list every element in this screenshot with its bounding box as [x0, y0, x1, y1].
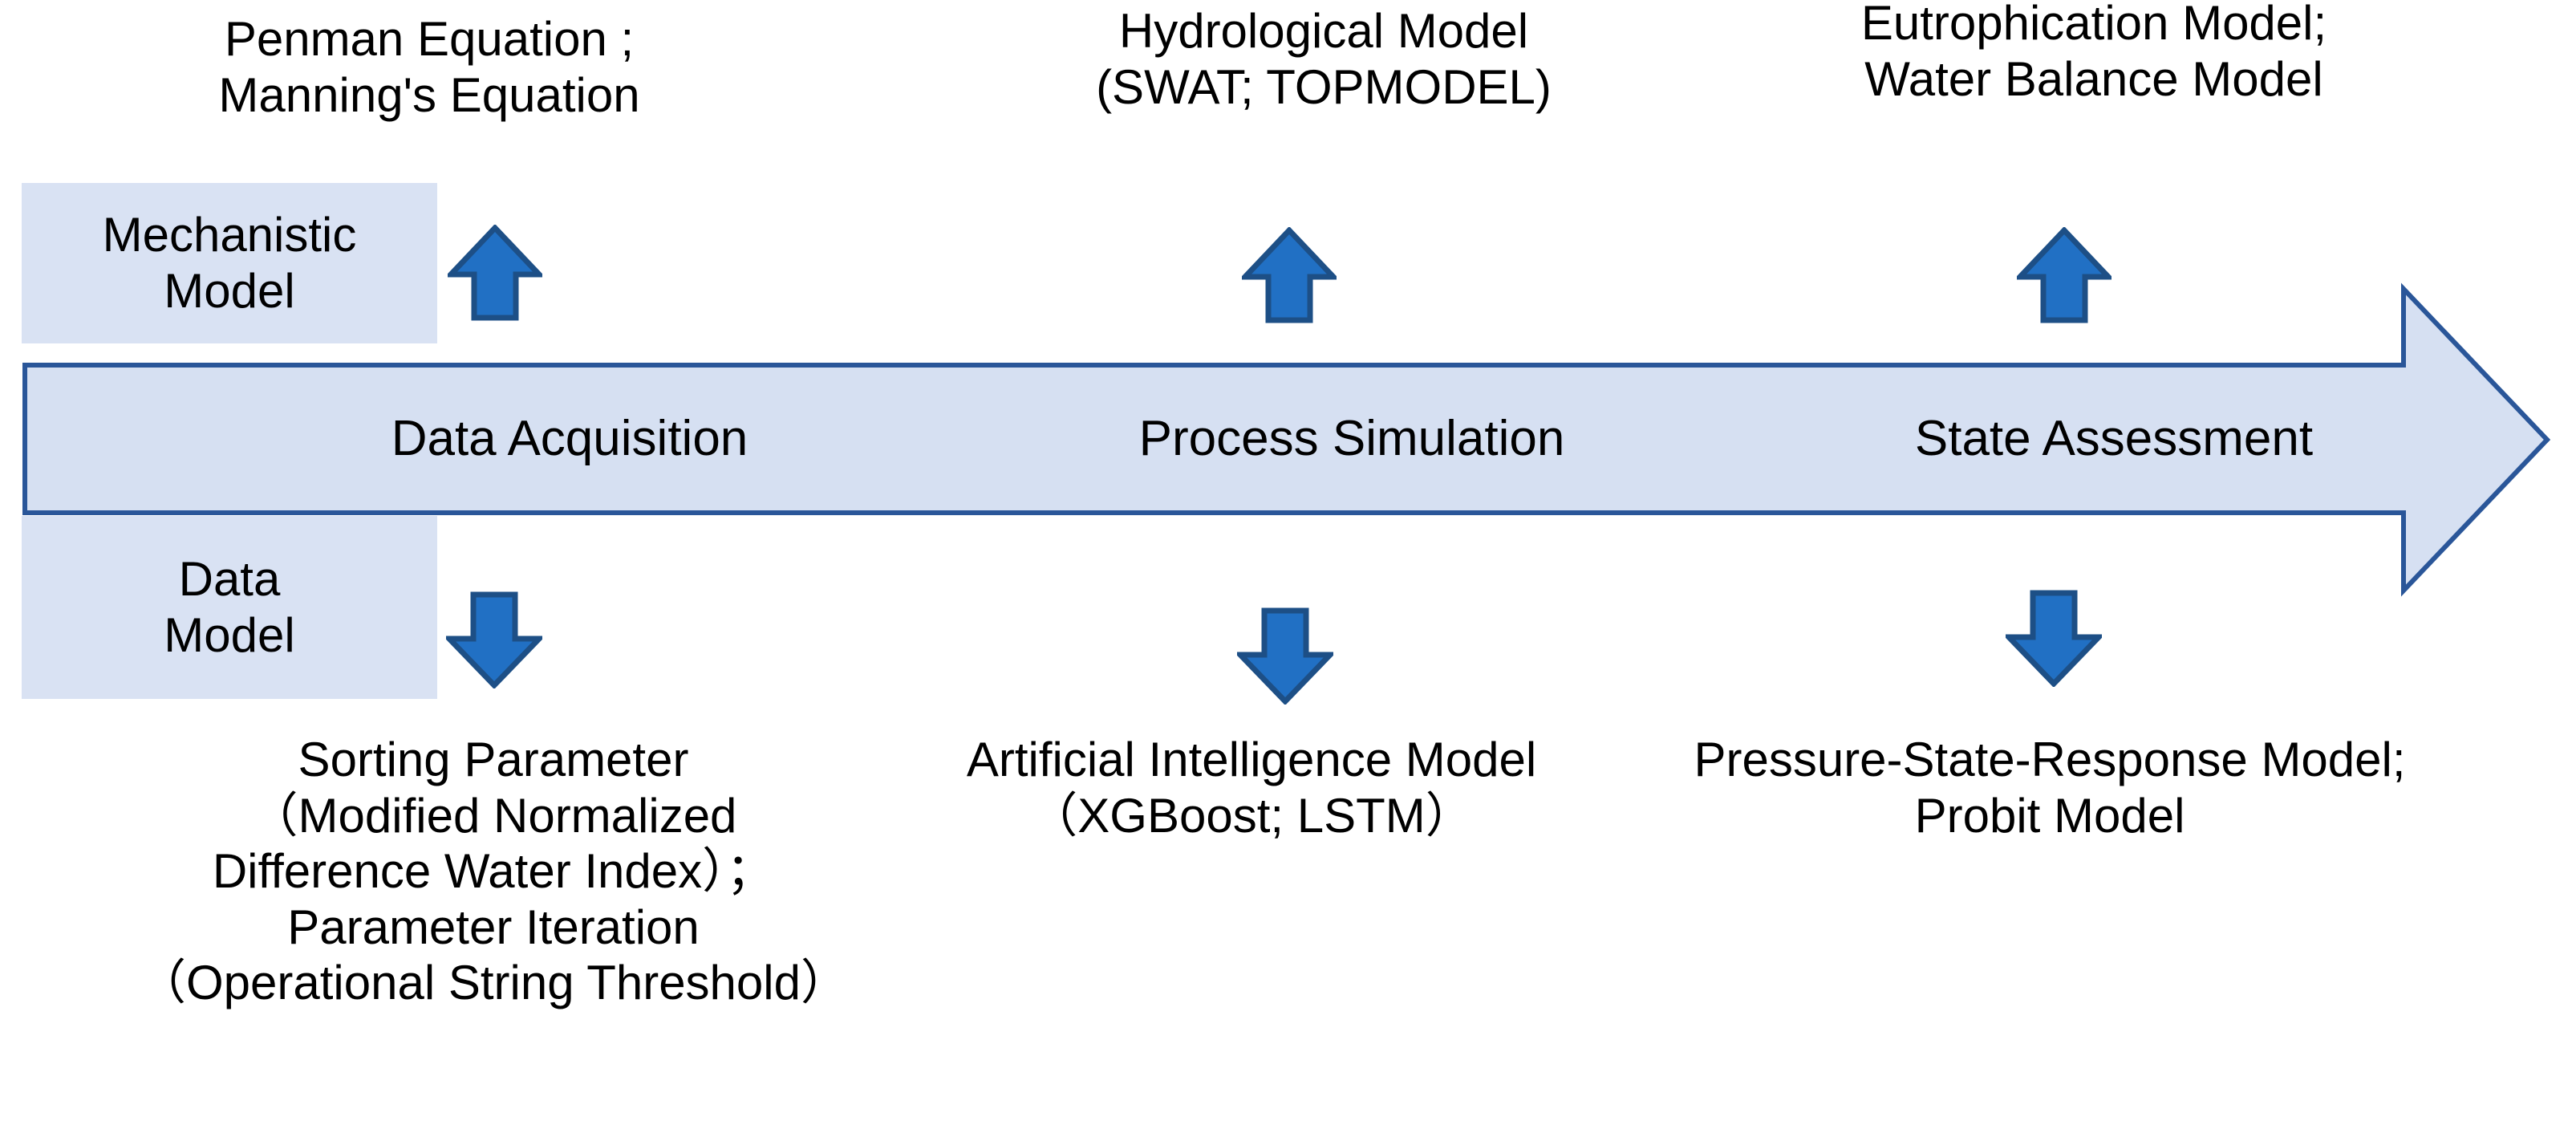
mechanistic-arrow-2 [1242, 227, 1337, 323]
arrow-up-icon [2017, 227, 2112, 323]
arrow-down-icon [446, 591, 542, 688]
mechanistic-item-process-simulation: Hydrological Model (SWAT; TOPMODEL) [1096, 4, 1552, 114]
mechanistic-arrow-1 [448, 225, 542, 321]
data-arrow-3 [2006, 589, 2102, 687]
process-flow-arrow [22, 282, 2551, 597]
mechanistic-arrow-3 [2017, 227, 2112, 323]
stage-label-data-acquisition: Data Acquisition [391, 411, 748, 466]
data-item-process-simulation: Artificial Intelligence Model （XGBoost; … [966, 733, 1537, 843]
data-item-data-acquisition: Sorting Parameter （Modified Normalized D… [138, 733, 849, 1010]
category-box-mechanistic-model: Mechanistic Model [22, 183, 437, 343]
stage-label-process-simulation: Process Simulation [1138, 411, 1565, 466]
category-box-data-model: Data Model [22, 516, 437, 699]
stage-label-state-assessment: State Assessment [1914, 411, 2314, 466]
data-arrow-1 [446, 591, 542, 688]
arrow-right-icon [22, 282, 2551, 597]
arrow-down-icon [1237, 607, 1333, 705]
arrow-down-icon [2006, 590, 2102, 687]
data-item-state-assessment: Pressure-State-Response Model; Probit Mo… [1694, 733, 2406, 843]
arrow-up-icon [448, 225, 542, 321]
data-arrow-2 [1237, 607, 1333, 705]
mechanistic-item-state-assessment: Eutrophication Model; Water Balance Mode… [1860, 0, 2327, 106]
arrow-up-icon [1242, 227, 1337, 323]
mechanistic-item-data-acquisition: Penman Equation ; Manning's Equation [218, 12, 640, 122]
